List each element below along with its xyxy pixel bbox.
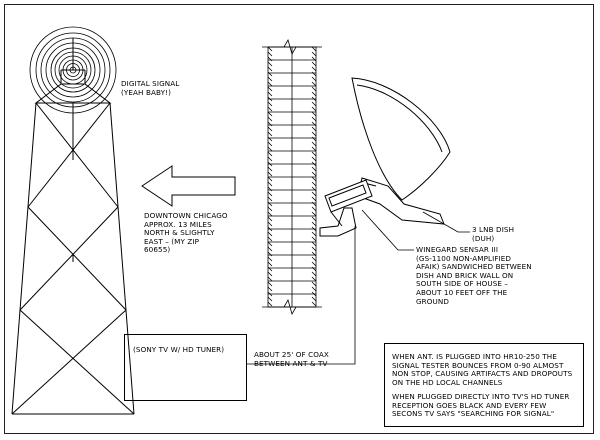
dish-label: 3 LNB DISH (DUH) <box>472 225 515 243</box>
note-paragraph-2: WHEN PLUGGED DIRECTLY INTO TV'S HD TUNER… <box>392 392 570 419</box>
brick-wall <box>262 38 322 316</box>
broadcast-tower <box>11 38 135 415</box>
note-paragraph-1: WHEN ANT. IS PLUGGED INTO HR10-250 THE S… <box>392 352 573 387</box>
antenna-label: WINEGARD SENSAR III (GS-1100 NON-AMPLIFI… <box>416 245 532 306</box>
note-box: WHEN ANT. IS PLUGGED INTO HR10-250 THE S… <box>384 343 584 427</box>
coax-label: ABOUT 25' OF COAX BETWEEN ANT & TV <box>254 350 329 368</box>
leader-lines <box>247 209 470 365</box>
satellite-dish <box>319 77 451 237</box>
tv-label: (SONY TV W/ HD TUNER) <box>133 345 225 354</box>
direction-arrow <box>141 165 236 207</box>
downtown-chicago-label: DOWNTOWN CHICAGO APPROX. 13 MILES NORTH … <box>144 211 228 255</box>
antenna-element <box>324 179 373 227</box>
digital-signal-label: DIGITAL SIGNAL (YEAH BABY!) <box>121 79 180 97</box>
coax-cable <box>247 226 356 365</box>
tv-box: (SONY TV W/ HD TUNER) <box>124 334 247 401</box>
